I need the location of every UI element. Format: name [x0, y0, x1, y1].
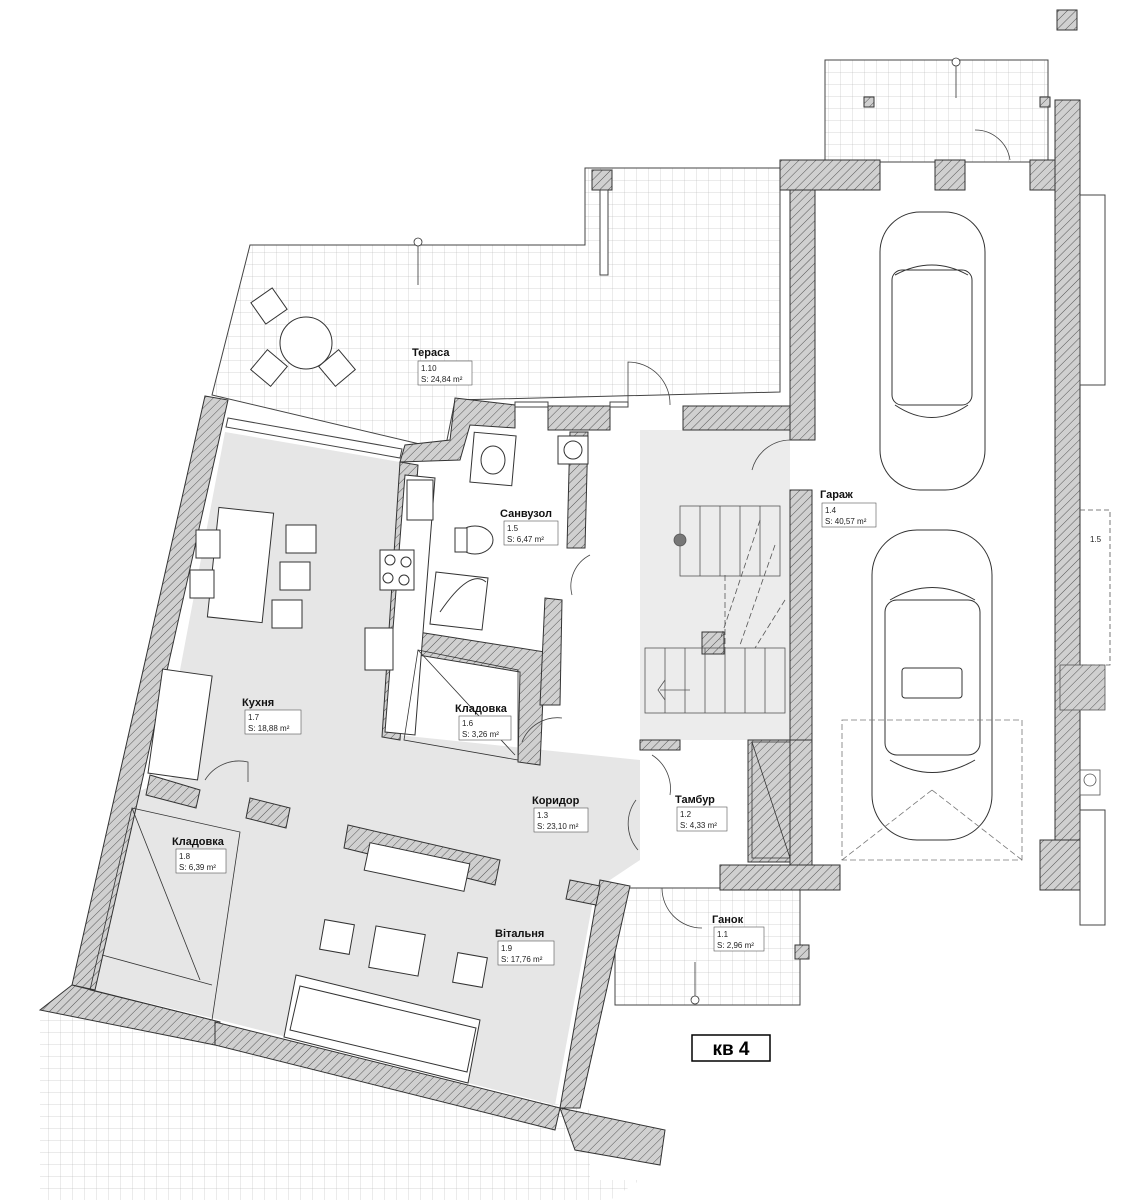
room-label-kitchen: Кухня 1.7 S: 18,88 m² [242, 697, 302, 735]
room-area: S: 4,33 m² [680, 821, 717, 830]
room-name: Тамбур [675, 794, 715, 806]
room-area: S: 23,10 m² [537, 822, 579, 831]
room-number: 1.7 [248, 713, 260, 722]
room-area: S: 24,84 m² [421, 375, 463, 384]
terrace-table-set [249, 287, 357, 388]
room-number: 1.3 [537, 811, 549, 820]
room-area: S: 6,39 m² [179, 863, 216, 872]
doors [204, 129, 1011, 929]
kitchen-counter [147, 474, 436, 781]
garage-door-swing [841, 719, 1023, 861]
car-top [879, 211, 986, 491]
apartment-label: кв 4 [691, 1034, 771, 1062]
room-name: Коридор [532, 795, 580, 807]
level-markers [413, 57, 961, 1005]
porch-area [614, 887, 801, 1006]
room-label-garage: Гараж 1.4 S: 40,57 m² [820, 489, 877, 528]
neighbour-room-number: 1.5 [1090, 535, 1102, 544]
apartment-number: кв 4 [712, 1039, 749, 1060]
room-label-living: Вітальня 1.9 S: 17,76 m² [495, 928, 555, 966]
room-name: Кладовка [455, 703, 508, 715]
room-label-storage-2: Кладовка 1.8 S: 6,39 m² [172, 836, 227, 874]
room-area: S: 2,96 m² [717, 941, 754, 950]
terrace-area [211, 59, 1049, 451]
room-label-corridor: Коридор 1.3 S: 23,10 m² [532, 795, 589, 833]
room-name: Кухня [242, 697, 274, 709]
room-number: 1.4 [825, 506, 837, 515]
room-name: Ганок [712, 914, 744, 926]
dining-table [189, 506, 317, 629]
room-area: S: 3,26 m² [462, 730, 499, 739]
room-area: S: 6,47 m² [507, 535, 544, 544]
room-name: Вітальня [495, 928, 544, 940]
room-number: 1.5 [507, 524, 519, 533]
windows [225, 189, 1106, 926]
bottom-path [40, 1010, 640, 1200]
living-furniture [283, 842, 488, 1084]
room-area: S: 40,57 m² [825, 517, 867, 526]
room-label-porch: Ганок 1.1 S: 2,96 m² [712, 914, 765, 952]
room-number: 1.10 [421, 364, 437, 373]
neighbour-fragment [1059, 509, 1111, 796]
room-area: S: 18,88 m² [248, 724, 290, 733]
room-number: 1.2 [680, 810, 692, 819]
room-number: 1.8 [179, 852, 191, 861]
room-number: 1.9 [501, 944, 513, 953]
room-name: Тераса [412, 347, 450, 359]
room-name: Гараж [820, 489, 853, 501]
room-label-vestibule: Тамбур 1.2 S: 4,33 m² [675, 794, 728, 832]
staircase [644, 505, 786, 714]
bathroom-fixtures [406, 431, 589, 631]
room-number: 1.6 [462, 719, 474, 728]
room-name: Санвузол [500, 508, 552, 520]
room-name: Кладовка [172, 836, 225, 848]
room-number: 1.1 [717, 930, 729, 939]
room-area: S: 17,76 m² [501, 955, 543, 964]
car-bottom [871, 529, 993, 841]
room-label-terrace: Тераса 1.10 S: 24,84 m² [412, 347, 473, 386]
room-label-bathroom: Санвузол 1.5 S: 6,47 m² [500, 508, 559, 546]
room-label-storage-1: Кладовка 1.6 S: 3,26 m² [455, 703, 512, 741]
